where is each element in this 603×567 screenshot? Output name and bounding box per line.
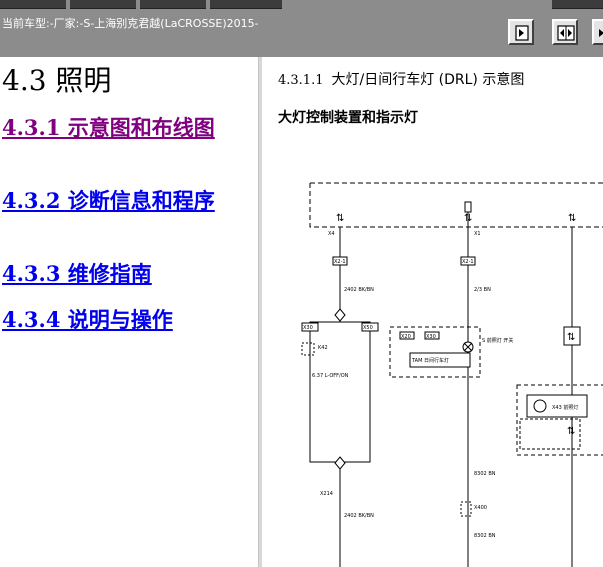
toc-link-repair[interactable]: 4.3.3 维修指南 [2,261,152,286]
toolbar-tab-1[interactable] [0,0,66,9]
middle-arrow-icon: ⇅ [464,213,472,224]
right-lamp-label: X43 前照灯 [552,404,578,411]
mid-block-b: X30 [426,334,436,340]
left-connector-label: X4 [328,231,335,237]
section-heading: 4.3.1.1 大灯/日间行车灯 (DRL) 示意图 [278,69,524,89]
single-page-icon [515,25,529,41]
relay-arrow-icon: ⇅ [567,332,575,343]
mid-fuse-label: X2-1 [462,259,474,265]
left-block-a: X30 [303,325,313,331]
lamp-arrow-icon: ⇅ [567,426,575,437]
left-ground-label: X214 [320,491,333,497]
left-splice-bottom [334,456,346,470]
single-page-button[interactable] [508,19,534,45]
toc-link-diagnostics[interactable]: 4.3.2 诊断信息和程序 [2,188,215,213]
next-page-button[interactable] [592,19,603,45]
mid-switch-label: X400 [474,505,487,511]
current-vehicle-label: 当前车型:-厂家:-S-上海别克君越(LaCROSSE)2015- [2,17,259,30]
mid-wire-top-label: 2/3 BN [474,287,491,293]
right-lamp-box [516,384,603,456]
diagram-subtitle: 大灯控制装置和指示灯 [278,110,418,126]
left-fuse-label: X2-1 [334,259,346,265]
middle-module-box [389,326,481,378]
dual-page-icon [557,25,575,41]
left-splice-top [334,308,346,322]
top-toolbar: 当前车型:-厂家:-S-上海别克君越(LaCROSSE)2015- [0,0,603,57]
toolbar-tab-4[interactable] [210,0,282,9]
toolbar-tab-3[interactable] [140,0,206,9]
toc-pane: 4.3 照明 4.3.1 示意图和布线图 4.3.2 诊断信息和程序 4.3.3… [0,57,258,567]
headlamp-icon [533,399,547,413]
toolbar-tab-2[interactable] [70,0,136,9]
mid-side-label: S 前照灯 开关 [482,337,513,344]
left-bottom-wire-label: 2402 BK/BN [344,513,374,519]
dual-page-button[interactable] [552,19,578,45]
module-box-bottom [309,183,603,228]
wiring-diagram: ⇅ ⇅ ⇅ ⇅ ⇅ X4 X1 X2-1 X2-1 2402 BK/BN X30… [301,182,603,567]
mid-wire-bottom-label: 8302 BN [474,471,496,477]
section-title: 大灯/日间行车灯 (DRL) 示意图 [331,72,525,88]
section-number: 4.3.1.1 [278,73,324,88]
left-loop [309,321,371,463]
left-relay-label: K42 [318,345,328,351]
pane-divider[interactable] [258,57,262,567]
left-relay-text: 6.37 L-OFF/ON [312,373,349,379]
arrow-icon [599,29,603,37]
mid-connector-label: X1 [474,231,481,237]
left-block-b: X50 [363,325,373,331]
mid-bottom-label: 8302 BN [474,533,496,539]
toolbar-tab-5[interactable] [552,0,603,9]
content-pane: 4.3.1.1 大灯/日间行车灯 (DRL) 示意图 大灯控制装置和指示灯 [262,57,603,567]
toc-link-schematic[interactable]: 4.3.1 示意图和布线图 [2,115,215,140]
right-relay-box [563,326,581,346]
mid-module-label: TAM 日间行车灯 [411,357,449,364]
toc-link-description[interactable]: 4.3.4 说明与操作 [2,307,173,332]
toc-title: 4.3 照明 [2,64,112,97]
left-arrow-icon: ⇅ [336,213,344,224]
left-wire-label: 2402 BK/BN [344,287,374,293]
mid-block-a: X20 [401,334,411,340]
right-arrow-icon: ⇅ [568,213,576,224]
